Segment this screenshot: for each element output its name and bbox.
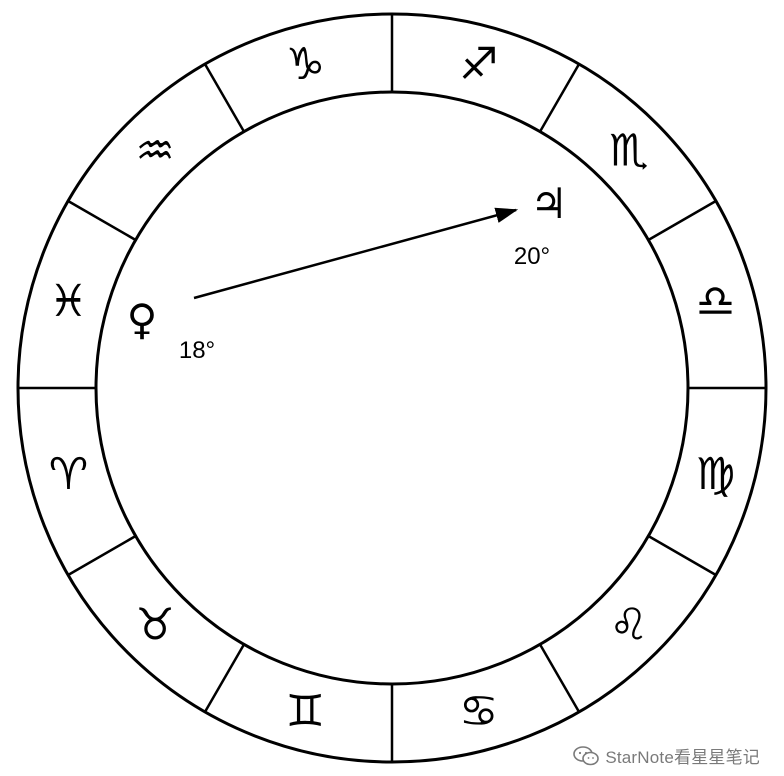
sign-divider [538, 643, 581, 713]
virgo-sign-icon: ♍︎ [696, 449, 735, 500]
sign-divider [647, 534, 717, 577]
inner-ring [94, 90, 690, 686]
sign-divider [203, 643, 246, 713]
sign-dividers [18, 14, 766, 762]
capricorn-sign-icon: ♑︎ [286, 39, 325, 90]
watermark: StarNote看星星笔记 [573, 743, 760, 768]
aquarius-sign-icon: ♒︎ [135, 126, 174, 177]
pisces-sign-icon: ♓︎ [49, 276, 88, 327]
sign-divider [67, 534, 137, 577]
sign-divider [67, 199, 137, 242]
leo-sign-icon: ♌︎ [609, 599, 648, 650]
venus-degree-label: 18° [179, 337, 215, 364]
venus-glyph: ♀ [127, 295, 158, 344]
aries-sign-icon: ♈︎ [49, 449, 88, 500]
aspect-arrow [193, 207, 519, 300]
sign-divider [647, 199, 717, 242]
cancer-sign-icon: ♋︎ [459, 686, 498, 737]
outer-ring [16, 12, 768, 764]
sagittarius-sign-icon: ♐︎ [459, 39, 498, 90]
sign-divider [538, 63, 581, 133]
jupiter-glyph: ♃ [530, 179, 568, 228]
sign-divider [203, 63, 246, 133]
scorpio-sign-icon: ♏︎ [609, 126, 648, 177]
wechat-icon [573, 745, 600, 765]
libra-sign-icon: ♎︎ [696, 276, 735, 327]
jupiter-degree-label: 20° [514, 243, 550, 270]
gemini-sign-icon: ♊︎ [286, 686, 325, 737]
taurus-sign-icon: ♉︎ [135, 599, 174, 650]
sign-glyphs: ♈︎ ♉︎ ♊︎ ♋︎ ♌︎ ♍︎ ♎︎ ♏︎ ♐︎ ♑︎ ♒︎ ♓︎ [49, 39, 736, 737]
watermark-text: StarNote看星星笔记 [605, 748, 760, 767]
